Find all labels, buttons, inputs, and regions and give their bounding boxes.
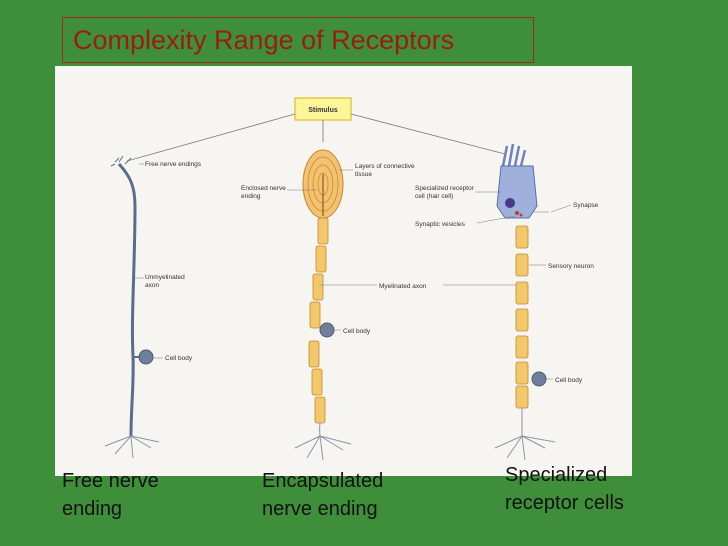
label-cell-body-right: Cell body — [555, 377, 583, 384]
encapsulated-neuron — [294, 149, 352, 461]
stimulus-arrows — [126, 113, 506, 162]
label-enclosed-nerve-ending: Enclosed nerve ending — [241, 185, 288, 200]
label-specialized-receptor-cell: Specialized receptor cell (hair cell) — [415, 185, 476, 200]
label-sensory-neuron: Sensory neuron — [548, 263, 594, 270]
label-connective-tissue: Layers of connective tissue — [355, 163, 416, 178]
caption-free-nerve-ending: Free nerve ending — [62, 470, 159, 520]
caption-specialized-receptor-cells: Specialized receptor cells — [505, 464, 624, 514]
label-synaptic-vesicles: Synaptic vesicles — [415, 221, 466, 228]
label-synapse: Synapse — [573, 202, 599, 209]
label-unmyelinated-axon: Unmyelinated axon — [145, 274, 187, 289]
free-nerve-neuron — [104, 155, 160, 459]
label-free-nerve-endings: Free nerve endings — [145, 161, 202, 168]
receptor-diagram: Stimulus Free nerve endings Unmyelinated… — [55, 66, 632, 476]
label-cell-body-middle: Cell body — [343, 328, 371, 335]
slide-title: Complexity Range of Receptors — [62, 17, 534, 63]
caption-encapsulated-nerve-ending: Encapsulated nerve ending — [262, 470, 384, 520]
label-cell-body-left: Cell body — [165, 355, 193, 362]
receptor-diagram-svg: Stimulus Free nerve endings Unmyelinated… — [104, 97, 599, 461]
label-myelinated-axon: Myelinated axon — [379, 283, 427, 290]
stimulus-label: Stimulus — [308, 107, 338, 114]
specialized-receptor-neuron — [494, 143, 556, 461]
cell-body-left — [138, 349, 154, 365]
